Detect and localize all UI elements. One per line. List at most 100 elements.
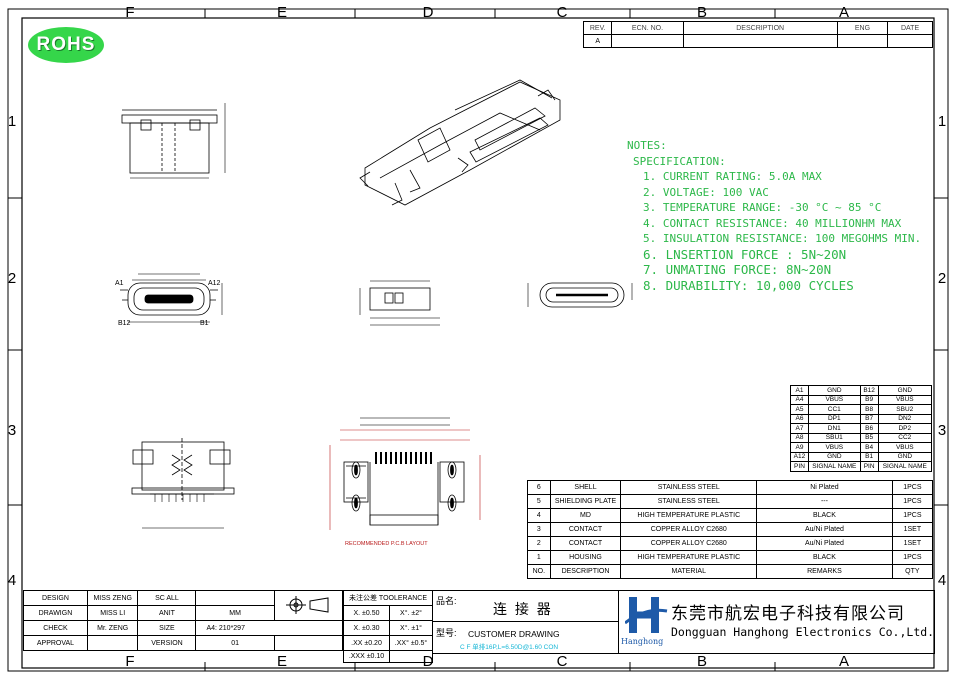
bom-cell: HIGH TEMPERATURE PLASTIC bbox=[620, 508, 758, 523]
bom-cell: Au/Ni Plated bbox=[756, 522, 893, 537]
pinout-cell: A8 bbox=[790, 432, 809, 443]
scale-label: SC ALL bbox=[137, 590, 197, 606]
ecn-header: ECN. NO. bbox=[611, 21, 684, 35]
drawing-value: MISS LI bbox=[86, 605, 139, 621]
bom-cell: CONTACT bbox=[549, 522, 622, 537]
description-header: DESCRIPTION bbox=[682, 21, 838, 35]
bom-cell: 1PCS bbox=[891, 480, 934, 495]
bom-cell: 1SET bbox=[891, 522, 934, 537]
zone-number: 4 bbox=[937, 572, 947, 589]
side-profile-drawing bbox=[527, 282, 633, 308]
revision-table: REV. ECN. NO. DESCRIPTION ENG DATE A bbox=[582, 21, 933, 48]
top-view-drawing bbox=[121, 103, 226, 179]
bom-cell: BLACK bbox=[756, 508, 893, 523]
tolerance-value: .XXX ±0.10 bbox=[343, 650, 390, 663]
version-value: 01 bbox=[195, 635, 275, 651]
zone-number: 2 bbox=[937, 270, 947, 287]
pinout-cell: PIN bbox=[790, 461, 809, 472]
bom-cell: HOUSING bbox=[549, 550, 622, 565]
notes-title: NOTES: bbox=[627, 139, 667, 152]
zone-number: 2 bbox=[7, 270, 17, 287]
tolerance-value: X°. ±2° bbox=[389, 605, 433, 621]
company-name-cn: 东莞市航宏电子科技有限公司 bbox=[671, 604, 905, 623]
zone-letter: A bbox=[838, 653, 849, 670]
zone-letter: B bbox=[696, 653, 707, 670]
bom-cell: DESCRIPTION bbox=[549, 564, 622, 579]
zone-letter: A bbox=[838, 4, 849, 21]
zone-number: 1 bbox=[937, 113, 947, 130]
pinout-cell: A9 bbox=[790, 442, 809, 453]
pinout-cell: CC1 bbox=[807, 404, 861, 415]
bom-cell: Au/Ni Plated bbox=[756, 536, 893, 551]
bottom-view-drawing bbox=[131, 438, 235, 529]
company-block: Hanghong 东莞市航宏电子科技有限公司 Dongguan Hanghong… bbox=[618, 590, 935, 654]
note-item: 2. VOLTAGE: 100 VAC bbox=[643, 185, 769, 199]
note-item: 7. UNMATING FORCE: 8N~20N bbox=[643, 262, 832, 277]
first-angle-projection-icon bbox=[286, 595, 329, 614]
pinout-cell: SBU1 bbox=[807, 432, 861, 443]
pinout-cell: B6 bbox=[859, 423, 879, 434]
bom-cell: BLACK bbox=[756, 550, 893, 565]
pinout-cell: B1 bbox=[859, 451, 879, 462]
drawing-label: DRAWIGN bbox=[23, 605, 88, 621]
size-label: SIZE bbox=[137, 620, 197, 636]
bom-cell: 1PCS bbox=[891, 508, 934, 523]
bom-cell: CONTACT bbox=[549, 536, 622, 551]
pinout-cell: B4 bbox=[859, 442, 879, 453]
bom-cell: SHELL bbox=[549, 480, 622, 495]
pinout-cell: A4 bbox=[790, 394, 809, 405]
bom-cell: HIGH TEMPERATURE PLASTIC bbox=[620, 550, 758, 565]
tolerance-title: 未注公差 TOOLERANCE bbox=[343, 590, 433, 606]
rev-header: REV. bbox=[582, 21, 613, 35]
bom-cell: COPPER ALLOY C2680 bbox=[620, 522, 758, 537]
pinout-cell: GND bbox=[807, 451, 861, 462]
bom-cell: --- bbox=[756, 494, 893, 509]
pin-label-b12: B12 bbox=[118, 320, 131, 327]
bom-cell: 1PCS bbox=[891, 494, 934, 509]
hanghong-logo-icon bbox=[625, 597, 668, 633]
pinout-cell: B8 bbox=[859, 404, 879, 415]
design-label: DESIGN bbox=[23, 590, 88, 606]
check-label: CHECK bbox=[23, 620, 88, 636]
tolerance-value: .XX° ±0.5° bbox=[389, 635, 433, 651]
pinout-cell: A7 bbox=[790, 423, 809, 434]
zone-letter: F bbox=[125, 4, 135, 21]
isometric-view-drawing bbox=[359, 79, 561, 206]
pinout-cell: GND bbox=[807, 385, 861, 396]
bom-cell: STAINLESS STEEL bbox=[620, 494, 758, 509]
bom-cell: 2 bbox=[527, 536, 551, 551]
bom-cell: MATERIAL bbox=[620, 564, 758, 579]
bom-cell: 4 bbox=[527, 508, 551, 523]
design-value: MISS ZENG bbox=[86, 590, 139, 606]
zone-letter: E bbox=[276, 653, 287, 670]
bom-cell: QTY bbox=[891, 564, 934, 579]
model-description: CUSTOMER DRAWING bbox=[468, 629, 560, 639]
pinout-cell: B5 bbox=[859, 432, 879, 443]
tolerance-value: X°. ±1° bbox=[389, 620, 433, 636]
date-value bbox=[887, 34, 933, 48]
pinout-cell: PIN bbox=[859, 461, 879, 472]
pinout-cell: B9 bbox=[859, 394, 879, 405]
bom-cell: Ni Plated bbox=[756, 480, 893, 495]
zone-number: 3 bbox=[937, 422, 947, 439]
note-item: 4. CONTACT RESISTANCE: 40 MILLIONHM MAX bbox=[643, 216, 902, 230]
date-header: DATE bbox=[887, 21, 933, 35]
bom-cell: 1 bbox=[527, 550, 551, 565]
zone-letter: E bbox=[276, 4, 287, 21]
pinout-cell: SIGNAL NAME bbox=[877, 461, 933, 472]
pinout-cell: DP1 bbox=[807, 413, 861, 424]
bom-cell: 5 bbox=[527, 494, 551, 509]
bom-cell: 1SET bbox=[891, 536, 934, 551]
